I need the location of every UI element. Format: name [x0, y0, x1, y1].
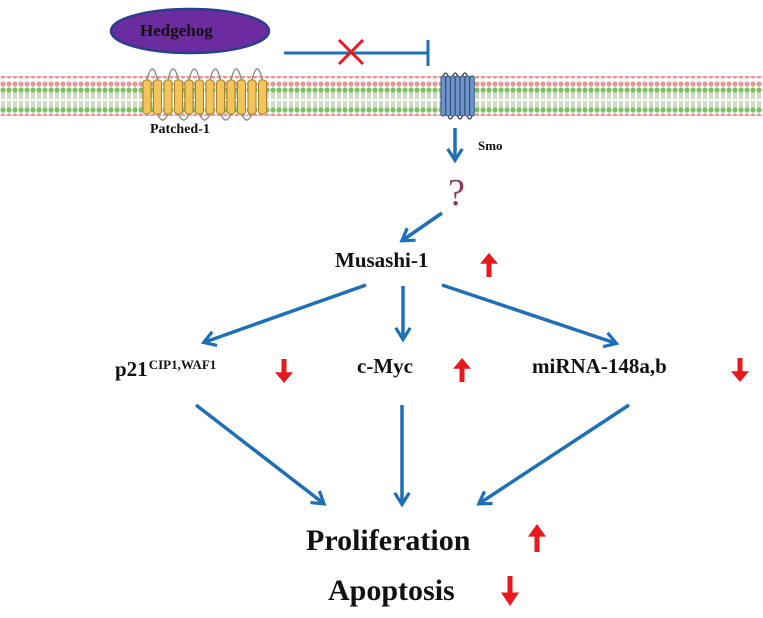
patched-helix	[184, 79, 194, 115]
arrow-mirna-to-outcome	[476, 403, 630, 506]
smo-receptor	[440, 72, 475, 120]
unknown-mediator-label: ?	[448, 172, 465, 214]
arrow-musashi-to-mirna	[441, 283, 620, 349]
patched-helix	[174, 79, 183, 115]
patched-helix	[237, 79, 246, 115]
mirna-148-label: miRNA-148a,b	[532, 354, 667, 378]
c-myc-label: c-Myc	[357, 354, 413, 378]
hedgehog-ligand-shape	[109, 7, 271, 55]
patched-helix	[163, 79, 173, 115]
musashi-1-label: Musashi-1	[335, 248, 429, 272]
p21-name: p21	[115, 357, 148, 382]
smo-helix	[459, 75, 466, 117]
mirna-down-arrow-icon	[731, 358, 749, 382]
patched-helix	[258, 79, 267, 115]
patched-helix	[153, 79, 162, 115]
arrow-musashi-to-p21	[200, 283, 367, 348]
patched-helix	[205, 79, 215, 115]
p21-label: p21CIP1,WAF1	[115, 358, 216, 380]
smo-label: Smo	[478, 138, 503, 153]
apoptosis-label: Apoptosis	[328, 574, 455, 607]
cmyc-up-arrow-icon	[453, 358, 471, 382]
arrow-unknown-to-musashi	[399, 211, 443, 243]
apoptosis-down-arrow-icon	[501, 576, 519, 606]
smo-helix	[464, 75, 470, 117]
hedgehog-label: Hedgehog	[140, 21, 213, 40]
musashi-up-arrow-icon	[480, 253, 498, 277]
smo-helix	[454, 75, 461, 117]
p21-down-arrow-icon	[275, 359, 293, 383]
smo-helix	[440, 75, 446, 117]
cell-membrane	[0, 76, 763, 116]
smo-helix	[450, 75, 456, 117]
p21-superscript: CIP1,WAF1	[148, 357, 217, 372]
patched-helix	[142, 79, 152, 115]
proliferation-up-arrow-icon	[528, 524, 546, 552]
patched-helix	[195, 79, 204, 115]
signaling-arrows	[194, 128, 630, 508]
proliferation-label: Proliferation	[306, 524, 471, 557]
smo-helix	[445, 75, 451, 117]
arrow-p21-to-outcome	[194, 403, 327, 506]
patched-1-receptor	[142, 68, 267, 121]
expression-change-arrows	[275, 253, 749, 606]
patched-1-label: Patched-1	[150, 122, 210, 137]
blocked-inhibition	[284, 38, 430, 66]
patched-helix	[226, 79, 236, 115]
patched-helix	[216, 79, 225, 115]
smo-helix	[469, 75, 475, 117]
patched-helix	[247, 79, 257, 115]
